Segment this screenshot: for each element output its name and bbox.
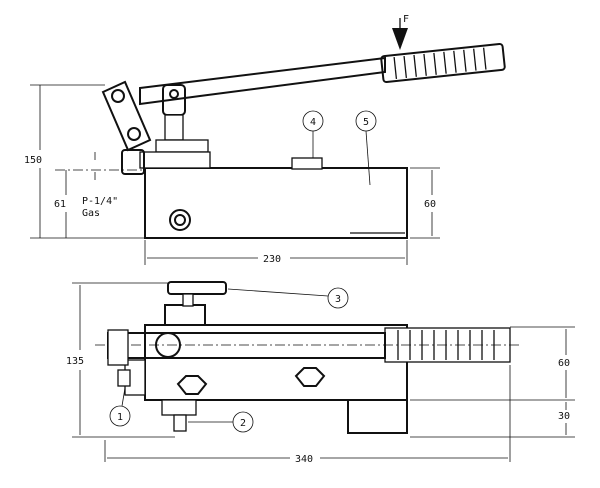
port-label: P-1/4" (82, 196, 118, 207)
top-view: 135 60 30 340 3 1 2 (66, 281, 575, 465)
side-port (169, 209, 191, 231)
dim-61: 61 (54, 199, 66, 210)
valve-knob (167, 281, 227, 295)
grip-ribs (393, 47, 487, 80)
svg-text:4: 4 (310, 117, 316, 128)
force-label: F (403, 14, 409, 25)
link-arm (101, 80, 152, 152)
dim-230: 230 (263, 254, 281, 265)
piston-rod (164, 114, 184, 141)
piston-nut (155, 139, 209, 153)
hex-bolt-2 (294, 367, 326, 387)
valve-bonnet (164, 304, 206, 326)
callout-3 (327, 287, 349, 309)
gas-port-fitting (121, 149, 145, 175)
pivot-top (155, 332, 181, 358)
dim-340: 340 (295, 454, 313, 465)
pump-body-top (144, 324, 408, 401)
svg-text:2: 2 (240, 418, 246, 429)
handle-lever (139, 56, 386, 106)
side-view: F 150 61 P-1/4" Gas 60 230 4 (24, 14, 506, 265)
handle-grip (380, 42, 506, 84)
dim-60-top: 60 (558, 358, 570, 369)
dim-150: 150 (24, 155, 42, 166)
base-plate (347, 399, 408, 434)
svg-text:1: 1 (117, 412, 123, 423)
dim-60: 60 (424, 199, 436, 210)
svg-text:5: 5 (363, 117, 369, 128)
dim-135: 135 (66, 356, 84, 367)
callout-1 (109, 405, 131, 427)
force-arrow-icon (392, 28, 408, 50)
dim-30: 30 (558, 411, 570, 422)
pump-body (144, 167, 408, 239)
valve-nut (291, 157, 323, 170)
hex-bolt-1 (176, 375, 208, 395)
svg-text:3: 3 (335, 294, 341, 305)
port-label-gas: Gas (82, 208, 100, 219)
lever-top (107, 332, 386, 359)
